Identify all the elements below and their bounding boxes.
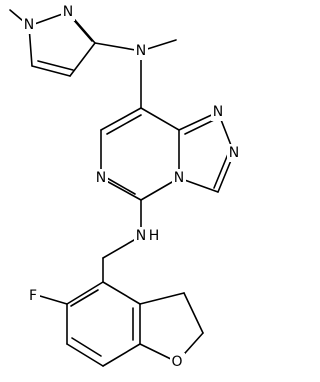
atom-f: F [25,287,40,305]
atom-nh: N H [134,227,161,245]
bond [39,295,68,305]
bond [71,337,102,357]
atom-n-amine: N [134,42,148,60]
atom-n-triazole-1: N [211,103,225,121]
bond [66,343,104,367]
bond [70,289,99,307]
atom-label: N [136,228,146,244]
molecule-diagram: N N N N N N N N H [9,3,241,371]
atom-label: F [29,288,37,304]
atom-n-ring: N [94,169,108,187]
bond [140,107,180,131]
bond [69,42,96,77]
atom-n-methylpyrazole: N [22,16,36,34]
bond [71,17,93,42]
bonds [9,9,235,367]
bond [94,42,142,52]
bond [37,60,74,71]
atom-labels: N N N N N N N N H [22,3,241,371]
bond [139,292,185,305]
atom-n-bridgehead: N [172,169,186,187]
bond [66,281,104,305]
atom-n-pyrazole: N [61,3,75,21]
bond [102,281,141,305]
bond [100,107,142,131]
bond [102,343,141,367]
atom-label: O [171,354,182,370]
atom-label: H [149,228,160,244]
atom-n-triazole-2: N [227,144,241,162]
bond [213,153,229,189]
atom-label: N [229,145,239,161]
bond [183,292,204,334]
bond [31,65,71,77]
atom-o: O [170,353,185,371]
atom-label: N [63,4,73,20]
atom-label: N [24,17,34,33]
atom-label: N [174,170,184,186]
bond [106,114,142,135]
bond [106,177,136,195]
atom-label: N [213,104,223,120]
atom-label: N [96,170,106,186]
atom-label: N [136,43,146,59]
